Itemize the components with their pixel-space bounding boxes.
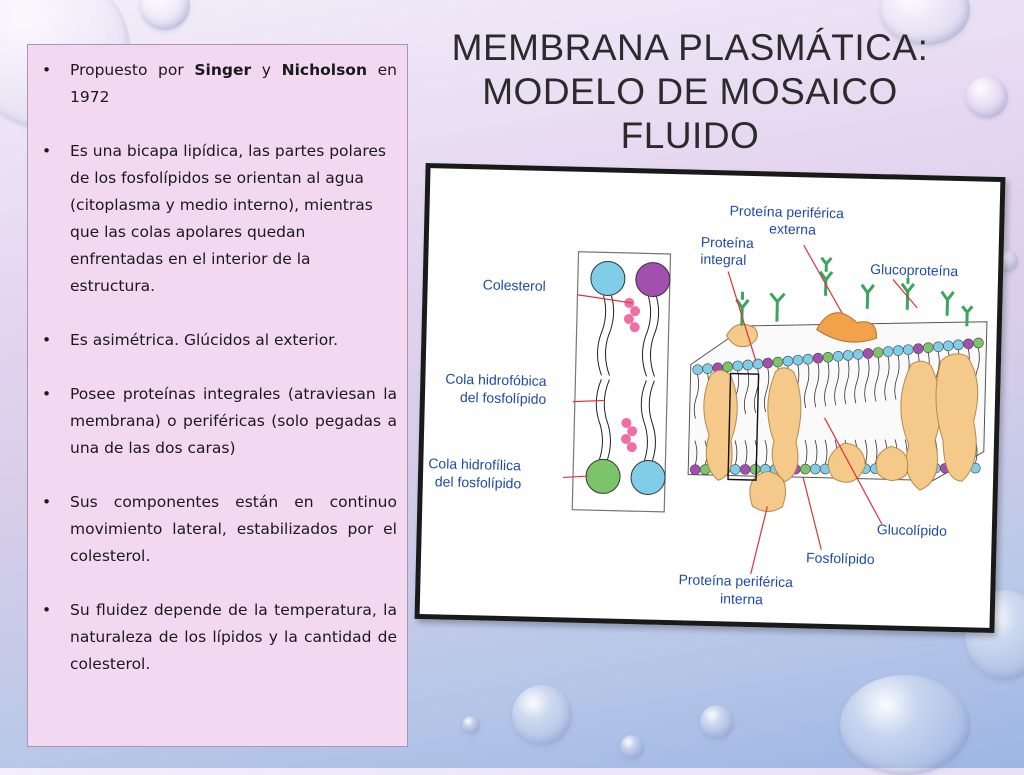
bullet-glyph: •	[42, 601, 52, 619]
label-integral-protein: Proteína	[701, 234, 755, 251]
label-hydrophilic-tail: del fosfolípido	[435, 473, 522, 491]
phospholipid-head	[922, 342, 934, 354]
water-drop-decoration	[462, 716, 480, 734]
hydrophobic-tail	[641, 296, 660, 377]
phospholipid-head	[729, 464, 741, 475]
phospholipid-head	[882, 346, 894, 357]
label-peripheral-external: externa	[769, 220, 816, 237]
phospholipid-head	[872, 347, 884, 358]
phospholipid-head	[822, 351, 834, 363]
cholesterol-molecule	[623, 297, 641, 333]
phospholipid-head	[973, 337, 984, 349]
bullet-glyph: •	[42, 61, 52, 79]
phospholipid-head	[892, 345, 904, 356]
label-cholesterol: Colesterol	[483, 276, 546, 294]
phospholipid-head	[799, 463, 811, 475]
text-panel: • Propuesto por Singer y Nicholson en 19…	[27, 44, 408, 747]
label-peripheral-internal: Proteína periférica	[678, 571, 793, 590]
water-drop-decoration	[966, 76, 1008, 118]
phospholipid-head	[752, 358, 764, 370]
phospholipid-head	[742, 359, 754, 371]
phospholipid-head	[832, 351, 844, 362]
phospholipid-head	[689, 464, 701, 475]
phospholipid-tail	[814, 363, 820, 465]
bullet-glyph: •	[42, 493, 52, 511]
water-drop-decoration	[140, 0, 190, 30]
phospholipid-tail	[743, 369, 750, 465]
label-peripheral-external: Proteína periférica	[729, 202, 844, 221]
label-glycolipid: Glucolípido	[877, 521, 948, 539]
membrane-svg: Proteína periférica externa Proteína int…	[428, 202, 988, 607]
title-line: FLUIDO	[620, 115, 760, 156]
hydrophilic-head	[590, 260, 626, 296]
bullet-item: • Es una bicapa lipídica, las partes pol…	[40, 138, 397, 300]
phospholipid-tail	[864, 358, 870, 464]
bullet-item: • Su fluidez depende de la temperatura, …	[40, 597, 397, 678]
label-glycoprotein: Glucoproteína	[870, 261, 959, 279]
phospholipid-head	[782, 355, 794, 367]
phospholipid-head	[912, 343, 924, 354]
phospholipid-head	[933, 341, 944, 353]
hydrophilic-head	[635, 262, 671, 298]
bullet-item: • Es asimétrica. Glúcidos al exterior.	[40, 327, 397, 354]
phospholipid-head	[842, 350, 854, 361]
water-drop-decoration	[512, 685, 572, 745]
phospholipid-head	[852, 349, 864, 360]
phospholipid-tail	[824, 362, 830, 465]
phospholipid-head	[749, 464, 761, 475]
phospholipid-head	[902, 344, 914, 355]
phospholipid-head	[762, 357, 774, 369]
bullet-list: • Propuesto por Singer y Nicholson en 19…	[40, 57, 397, 678]
highlight-box	[727, 372, 760, 481]
hydrophilic-head	[630, 460, 666, 496]
phospholipid-head	[812, 352, 824, 364]
hydrophilic-head	[585, 458, 621, 494]
title-line: MEMBRANA PLASMÁTICA:	[451, 27, 929, 68]
phospholipid-head	[739, 464, 751, 475]
label-hydrophobic-tail: del fosfolípido	[460, 389, 547, 407]
phospholipid-head	[953, 339, 964, 351]
title-line: MODELO DE MOSAICO	[482, 71, 898, 112]
water-drop-decoration	[700, 705, 734, 739]
phospholipid-tail	[764, 367, 770, 465]
bullet-item: • Sus componentes están en continuo movi…	[40, 489, 397, 570]
label-integral-protein: integral	[700, 251, 746, 268]
hydrophobic-tail	[595, 379, 611, 460]
hydrophobic-tail	[597, 295, 615, 376]
water-drop-decoration	[840, 675, 970, 775]
cholesterol-molecule	[620, 417, 638, 453]
phospholipid-head	[772, 356, 784, 368]
phospholipid-head	[862, 348, 874, 359]
phospholipid-tail	[804, 364, 810, 465]
phospholipid-head	[943, 340, 954, 352]
phospholipid-head	[792, 354, 804, 366]
label-phospholipid: Fosfolípido	[806, 549, 875, 567]
bullet-glyph: •	[42, 142, 52, 160]
label-peripheral-internal: interna	[720, 590, 763, 607]
bullet-glyph: •	[42, 385, 52, 403]
water-drop-decoration	[620, 735, 644, 759]
leader-lines	[562, 244, 918, 575]
phospholipid-head	[732, 360, 744, 372]
phospholipid-head	[963, 338, 974, 350]
integral-protein	[703, 353, 979, 491]
bullet-item: • Propuesto por Singer y Nicholson en 19…	[40, 57, 397, 111]
phospholipid-detail-box	[571, 251, 672, 513]
peripheral-protein	[725, 312, 909, 512]
label-hydrophobic-tail: Cola hidrofóbica	[445, 371, 547, 389]
bullet-item: • Posee proteínas integrales (atraviesan…	[40, 381, 397, 462]
phospholipid-head	[702, 363, 714, 375]
membrane-diagram: Proteína periférica externa Proteína int…	[414, 162, 1006, 634]
phospholipid-head	[809, 463, 821, 475]
phospholipid-head	[802, 353, 814, 365]
hydrophobic-tail	[640, 380, 656, 461]
slide-title: MEMBRANA PLASMÁTICA: MODELO DE MOSAICO F…	[430, 26, 950, 158]
phospholipid-tail	[693, 374, 700, 465]
phospholipid-head	[692, 364, 703, 375]
bullet-glyph: •	[42, 331, 52, 349]
label-hydrophilic-tail: Cola hidrofílica	[428, 455, 521, 473]
